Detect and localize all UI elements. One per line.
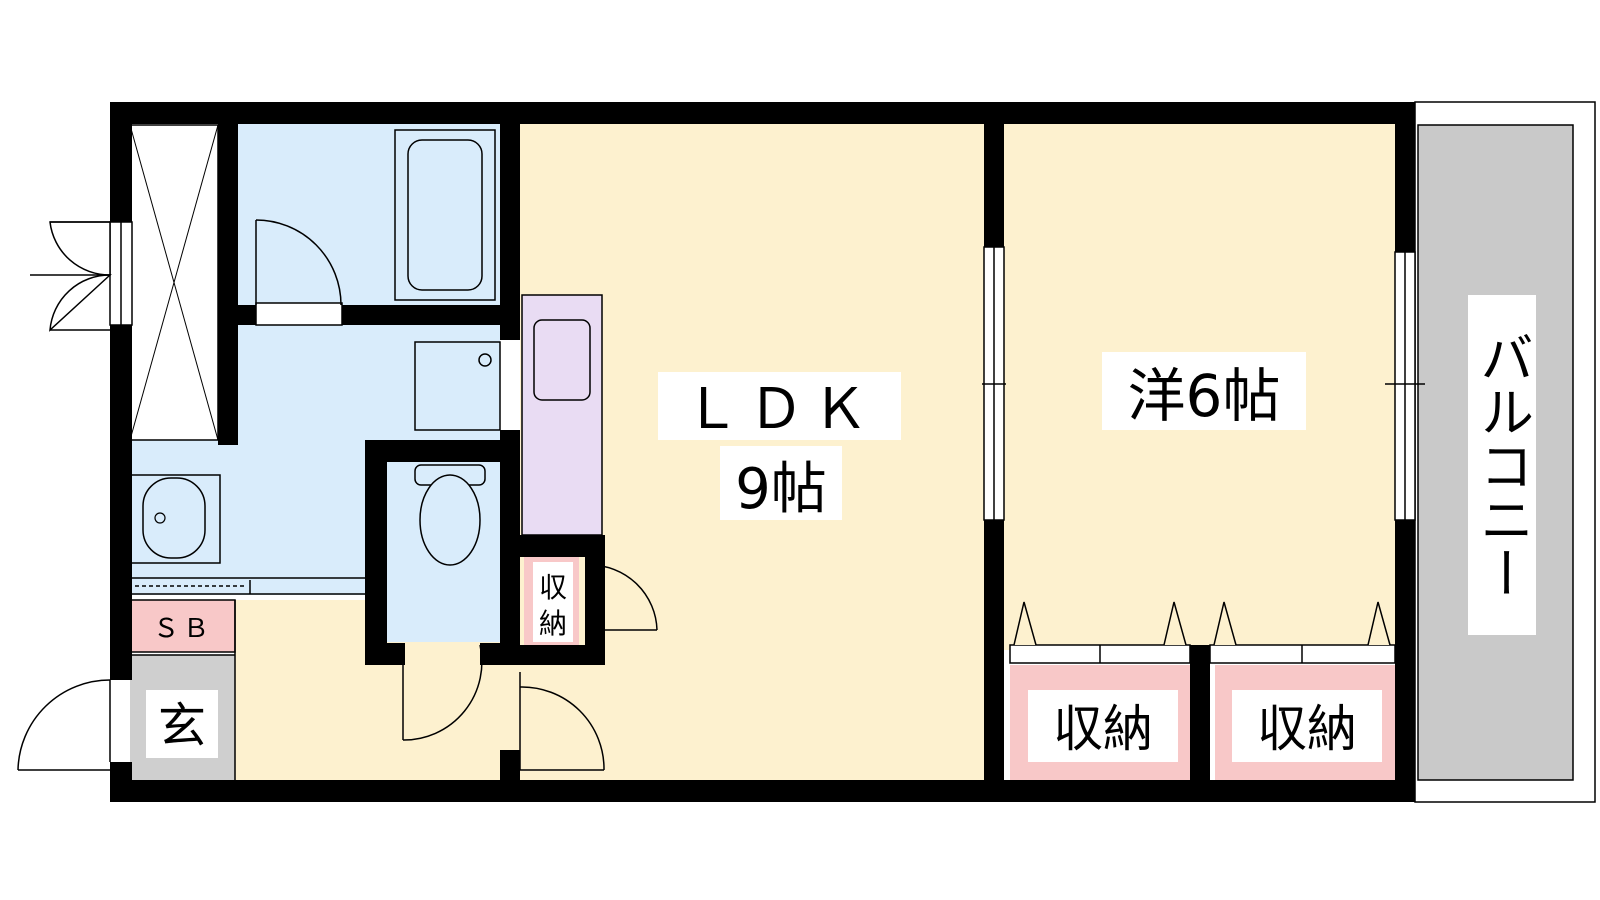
door-toilet xyxy=(402,644,483,741)
bathtub xyxy=(394,129,496,301)
ldk-size-label: 9帖 xyxy=(735,457,827,522)
shoe-box-label: ＳＢ xyxy=(153,614,213,644)
storage-small-label-1: 収 xyxy=(539,571,567,604)
door-ldk xyxy=(519,672,605,771)
sink xyxy=(533,319,591,401)
storage-small-label-2: 納 xyxy=(539,607,567,640)
balcony-label: バルコニー xyxy=(1471,330,1534,600)
door-entrance xyxy=(17,679,111,771)
sliding-door-ldk xyxy=(982,246,1006,521)
ldk-label: ＬＤＫ xyxy=(684,377,876,442)
walls xyxy=(110,102,1415,802)
door-bathroom xyxy=(255,219,343,326)
closet-doors-right xyxy=(1209,601,1396,664)
door-storage-small xyxy=(589,564,658,631)
entrance-label: 玄 xyxy=(158,698,206,754)
storage-left-label: 収納 xyxy=(1053,700,1153,758)
toilet-bowl xyxy=(419,474,481,566)
storage-right-label: 収納 xyxy=(1257,700,1357,758)
closet-doors-left xyxy=(1009,601,1191,664)
window-balcony xyxy=(1385,251,1425,521)
washing-machine-space xyxy=(414,341,501,431)
western-room-label: 洋6帖 xyxy=(1128,362,1281,430)
window-west xyxy=(109,221,133,326)
door-window-west xyxy=(30,221,112,332)
